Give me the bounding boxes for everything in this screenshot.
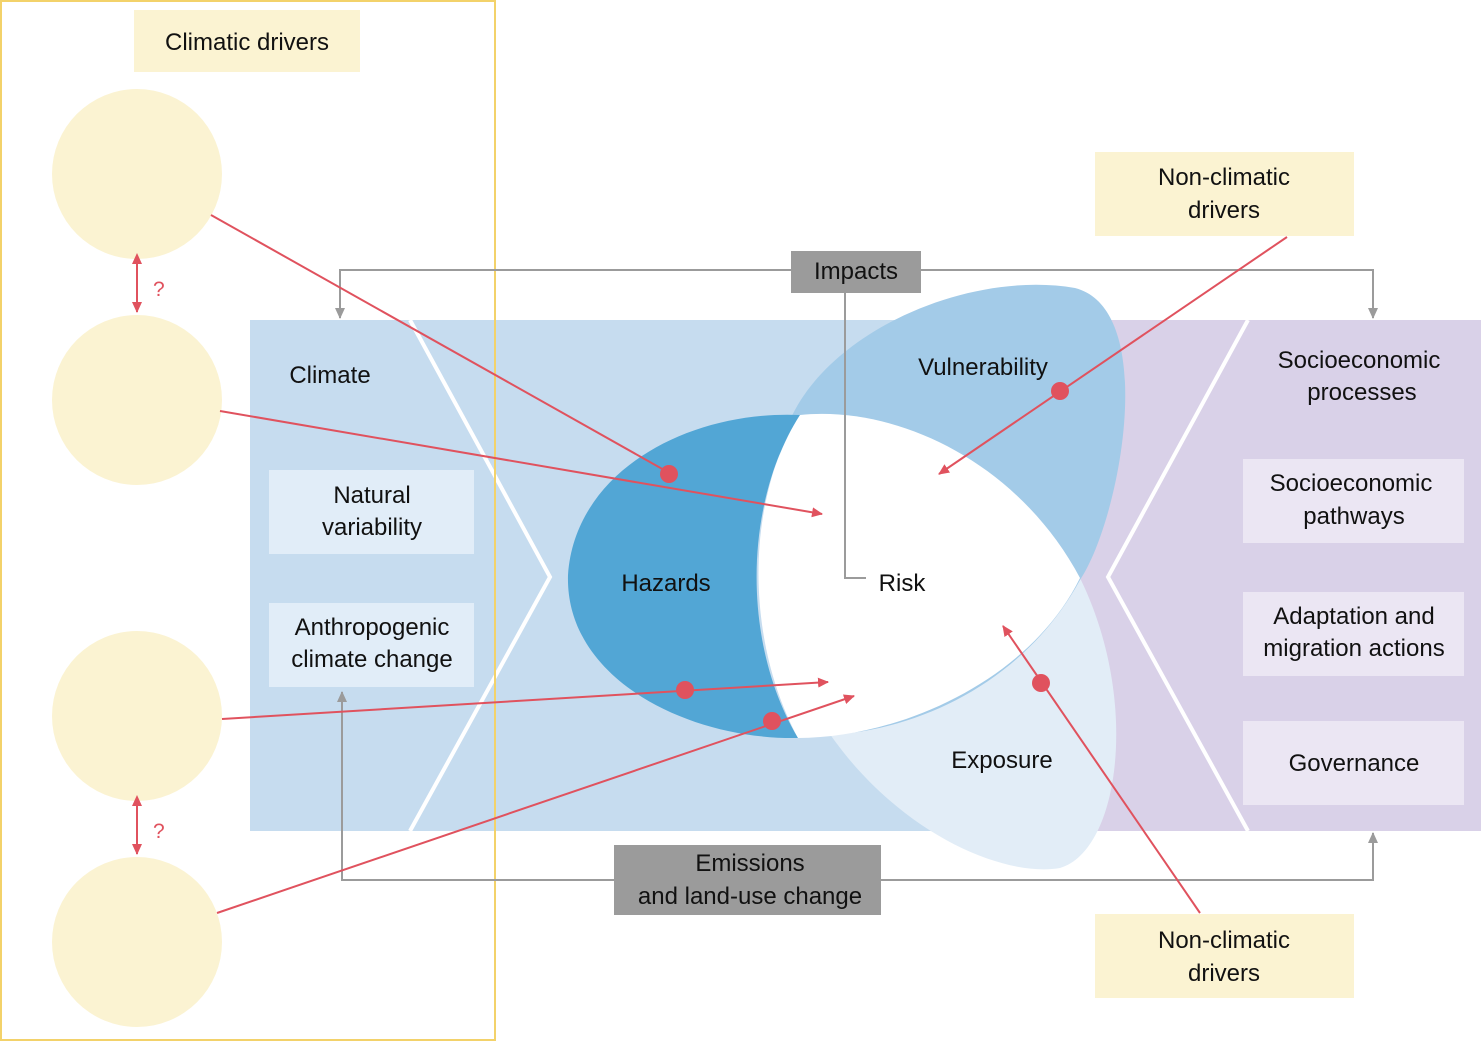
- hazards-shape: [567, 414, 800, 739]
- climatic-drivers-frame: [0, 0, 496, 1041]
- climatic-driver-circle-1: [52, 89, 222, 259]
- climate-chevron: [408, 319, 553, 832]
- hazards-label: Hazards: [621, 570, 710, 597]
- governance-box: [1243, 721, 1464, 805]
- anthropogenic-line1: Anthropogenic: [295, 614, 450, 641]
- socioeconomic-pathways-line1: Socioeconomic: [1270, 470, 1433, 497]
- impacts-connector-right: [920, 269, 1378, 319]
- driver-arrow-4: [216, 694, 855, 914]
- exposure-label: Exposure: [951, 747, 1052, 774]
- impacts-label: Impacts: [814, 258, 898, 285]
- socioeconomic-processes-line2: processes: [1307, 379, 1416, 406]
- emissions-label-line2: and land-use change: [638, 883, 862, 910]
- climatic-driver-circle-3: [52, 631, 222, 801]
- risk-label: Risk: [879, 570, 927, 597]
- emissions-label-bg: [614, 845, 881, 915]
- driver-arrow-1: [210, 214, 674, 476]
- climate-heading: Climate: [289, 362, 370, 389]
- driver-arrow-3: [221, 677, 829, 720]
- risk-shape: [758, 413, 1080, 738]
- intersection-dot-exposure: [1032, 674, 1050, 692]
- adaptation-migration-line2: migration actions: [1263, 635, 1444, 662]
- non-climatic-drivers-bottom-line1: Non-climatic: [1158, 927, 1290, 954]
- emissions-connector-right: [880, 832, 1378, 881]
- non-climatic-drivers-top-bg: [1095, 152, 1354, 236]
- socioeconomic-chevron: [1105, 319, 1250, 832]
- emissions-connector-left: [337, 691, 616, 881]
- adaptation-migration-line1: Adaptation and: [1273, 603, 1434, 630]
- natural-variability-box: [269, 470, 474, 554]
- intersection-dot-hazards-upper: [660, 465, 678, 483]
- vulnerability-label: Vulnerability: [918, 354, 1048, 381]
- question-mark-lower: ?: [153, 820, 165, 843]
- natural-variability-line2: variability: [322, 514, 422, 541]
- question-mark-upper: ?: [153, 278, 165, 301]
- non-climatic-arrow-bottom: [1002, 625, 1201, 914]
- socioeconomic-processes-line1: Socioeconomic: [1278, 347, 1441, 374]
- intersection-dot-vulnerability: [1051, 382, 1069, 400]
- intersection-dot-hazards-lower-2: [763, 712, 781, 730]
- non-climatic-drivers-top-line1: Non-climatic: [1158, 164, 1290, 191]
- non-climatic-drivers-bottom-line2: drivers: [1188, 960, 1260, 987]
- socioeconomic-pathways-box: [1243, 459, 1464, 543]
- climatic-drivers-label-bg: [134, 10, 360, 72]
- climatic-driver-circle-4: [52, 857, 222, 1027]
- intersection-dot-hazards-lower-1: [676, 681, 694, 699]
- driver-arrow-2: [219, 410, 823, 518]
- anthropogenic-climate-change-box: [269, 603, 474, 687]
- governance-label: Governance: [1289, 750, 1420, 777]
- impacts-to-risk-connector: [844, 292, 866, 579]
- non-climatic-arrow-top: [938, 236, 1288, 475]
- climatic-drivers-label: Climatic drivers: [165, 29, 329, 56]
- climatic-driver-circle-2: [52, 315, 222, 485]
- natural-variability-line1: Natural: [333, 482, 410, 509]
- anthropogenic-line2: climate change: [291, 646, 452, 673]
- impacts-label-bg: [791, 251, 921, 293]
- non-climatic-drivers-bottom-bg: [1095, 914, 1354, 998]
- socioeconomic-pathways-line2: pathways: [1303, 503, 1404, 530]
- adaptation-migration-box: [1243, 592, 1464, 676]
- impacts-connector-left: [335, 269, 792, 319]
- non-climatic-drivers-top-line2: drivers: [1188, 197, 1260, 224]
- emissions-label-line1: Emissions: [695, 850, 804, 877]
